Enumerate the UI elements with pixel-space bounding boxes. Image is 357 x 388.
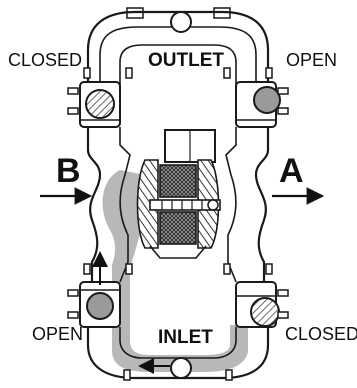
label-open-bottom-left: OPEN	[32, 324, 83, 344]
center-body-bottom	[149, 245, 207, 259]
label-inlet: INLET	[158, 327, 213, 348]
right-chamber-inner	[225, 127, 237, 283]
bolts-bottom	[67, 263, 289, 381]
check-ball-top-left-icon	[85, 89, 115, 119]
center-block-top	[159, 164, 197, 198]
label-closed-bottom-right: CLOSED	[285, 324, 357, 344]
outlet-flange-right	[213, 7, 231, 19]
diaphragm-shaft	[149, 199, 221, 211]
inlet-port-icon	[170, 357, 192, 379]
center-block-bottom	[159, 211, 197, 245]
shaft-pin-icon	[207, 199, 219, 211]
label-open-top-right: OPEN	[286, 50, 337, 70]
label-side-a: A	[279, 152, 304, 190]
outlet-chamber	[119, 44, 237, 95]
label-outlet: OUTLET	[148, 50, 224, 71]
left-chamber-wall	[86, 127, 102, 282]
bolts-top	[67, 67, 289, 115]
label-side-b: B	[56, 152, 81, 190]
left-chamber-inner	[119, 127, 131, 283]
label-closed-top-left: CLOSED	[8, 50, 82, 70]
check-ball-bottom-right-icon	[250, 297, 280, 327]
check-ball-bottom-left-icon	[86, 292, 114, 320]
outlet-port-icon	[170, 11, 192, 33]
check-ball-top-right-icon	[253, 86, 281, 114]
right-chamber-wall	[254, 127, 270, 282]
shaft-ticks	[161, 200, 203, 210]
outlet-flange-left	[126, 7, 144, 19]
